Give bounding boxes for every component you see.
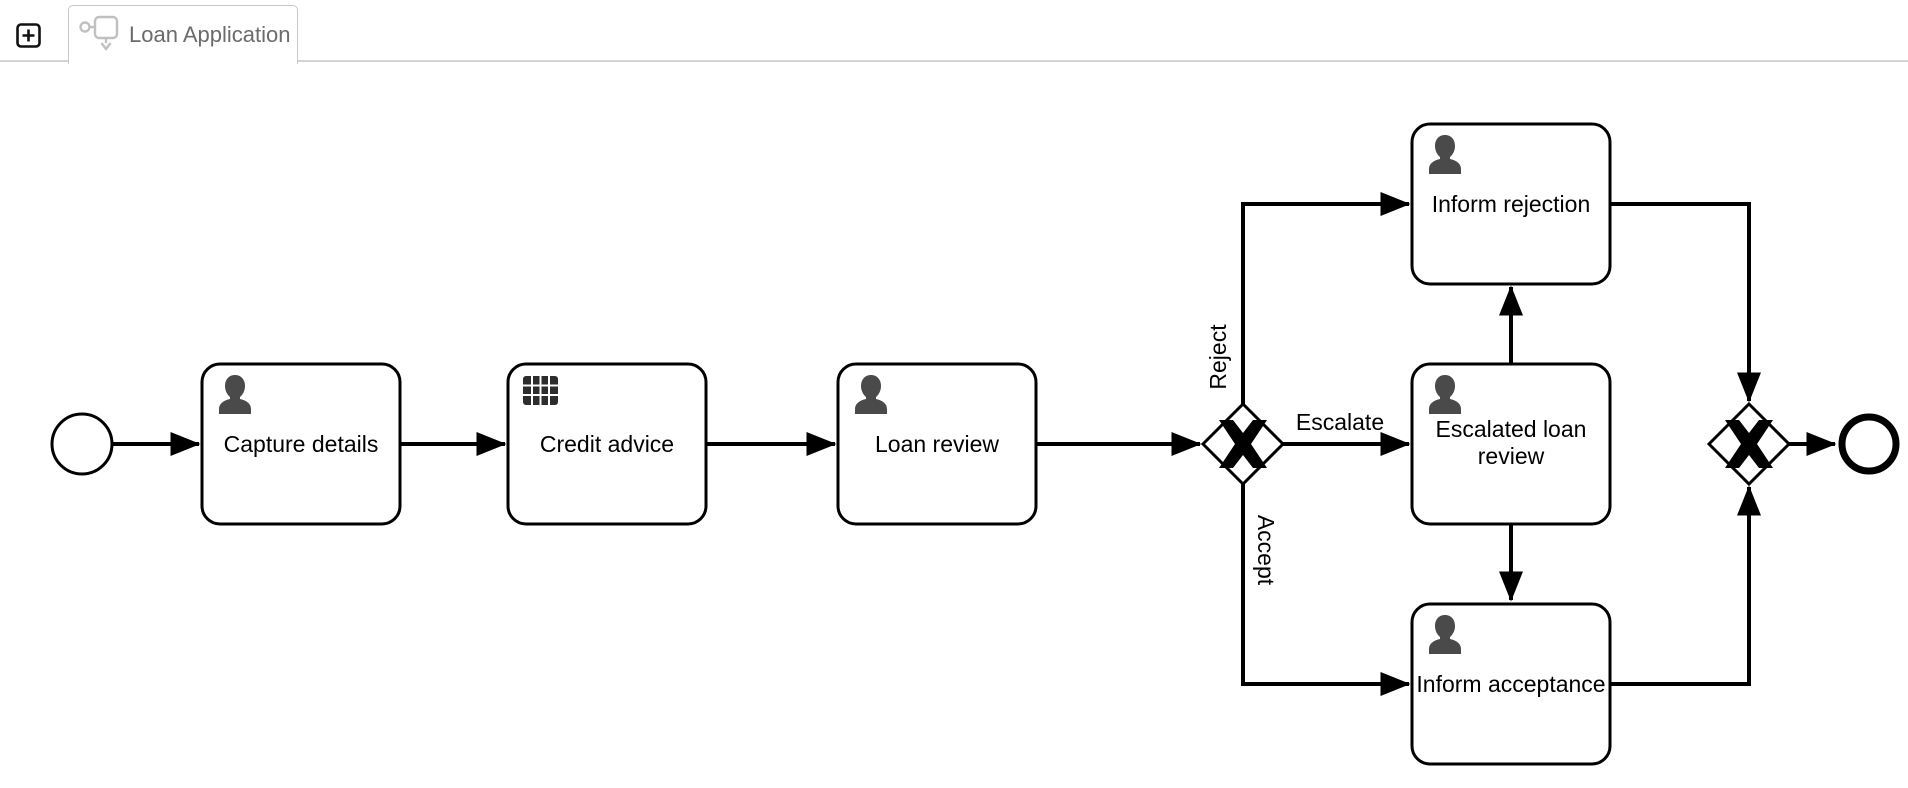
task-inform-acceptance[interactable]	[1410, 602, 1612, 766]
bpmn-process-icon	[79, 15, 119, 51]
task-escalated-loan-review[interactable]	[1410, 362, 1612, 526]
sequence-flow-acceptance-to-merge[interactable]	[1610, 485, 1761, 686]
x-marker-icon	[1219, 420, 1267, 468]
flow-label-reject: Reject	[1205, 324, 1231, 390]
tab-bar: Loan Application	[0, 0, 1908, 64]
sequence-flow-accept[interactable]	[1241, 484, 1411, 696]
task-inform-rejection[interactable]	[1410, 122, 1612, 286]
x-marker-icon	[1725, 420, 1773, 468]
flow-label-escalate: Escalate	[1296, 409, 1384, 435]
start-event[interactable]	[50, 412, 114, 476]
task-credit-advice[interactable]	[506, 362, 708, 526]
task-label-line2: review	[1478, 443, 1545, 469]
task-loan-review[interactable]	[836, 362, 1038, 526]
task-label-line1: Escalated loan	[1436, 416, 1587, 442]
user-icon	[855, 375, 887, 414]
task-label: Inform rejection	[1432, 191, 1591, 217]
table-icon	[523, 376, 558, 405]
new-tab-button[interactable]	[16, 23, 41, 48]
end-event[interactable]	[1838, 413, 1900, 475]
user-icon	[219, 375, 251, 414]
tab-loan-application[interactable]: Loan Application	[68, 5, 298, 64]
user-icon	[1429, 375, 1461, 414]
task-label: Loan review	[875, 431, 999, 457]
plus-icon	[16, 23, 41, 48]
task-capture-details[interactable]	[200, 362, 402, 526]
task-label: Inform acceptance	[1416, 671, 1605, 697]
user-icon	[1429, 135, 1461, 174]
user-icon	[1429, 615, 1461, 654]
tab-label: Loan Application	[129, 22, 291, 47]
task-label: Capture details	[224, 431, 379, 457]
sequence-flow-rejection-to-merge[interactable]	[1610, 202, 1761, 403]
flow-label-accept: Accept	[1253, 515, 1279, 586]
task-label: Credit advice	[540, 431, 674, 457]
sequence-flow-reject[interactable]	[1241, 192, 1411, 404]
